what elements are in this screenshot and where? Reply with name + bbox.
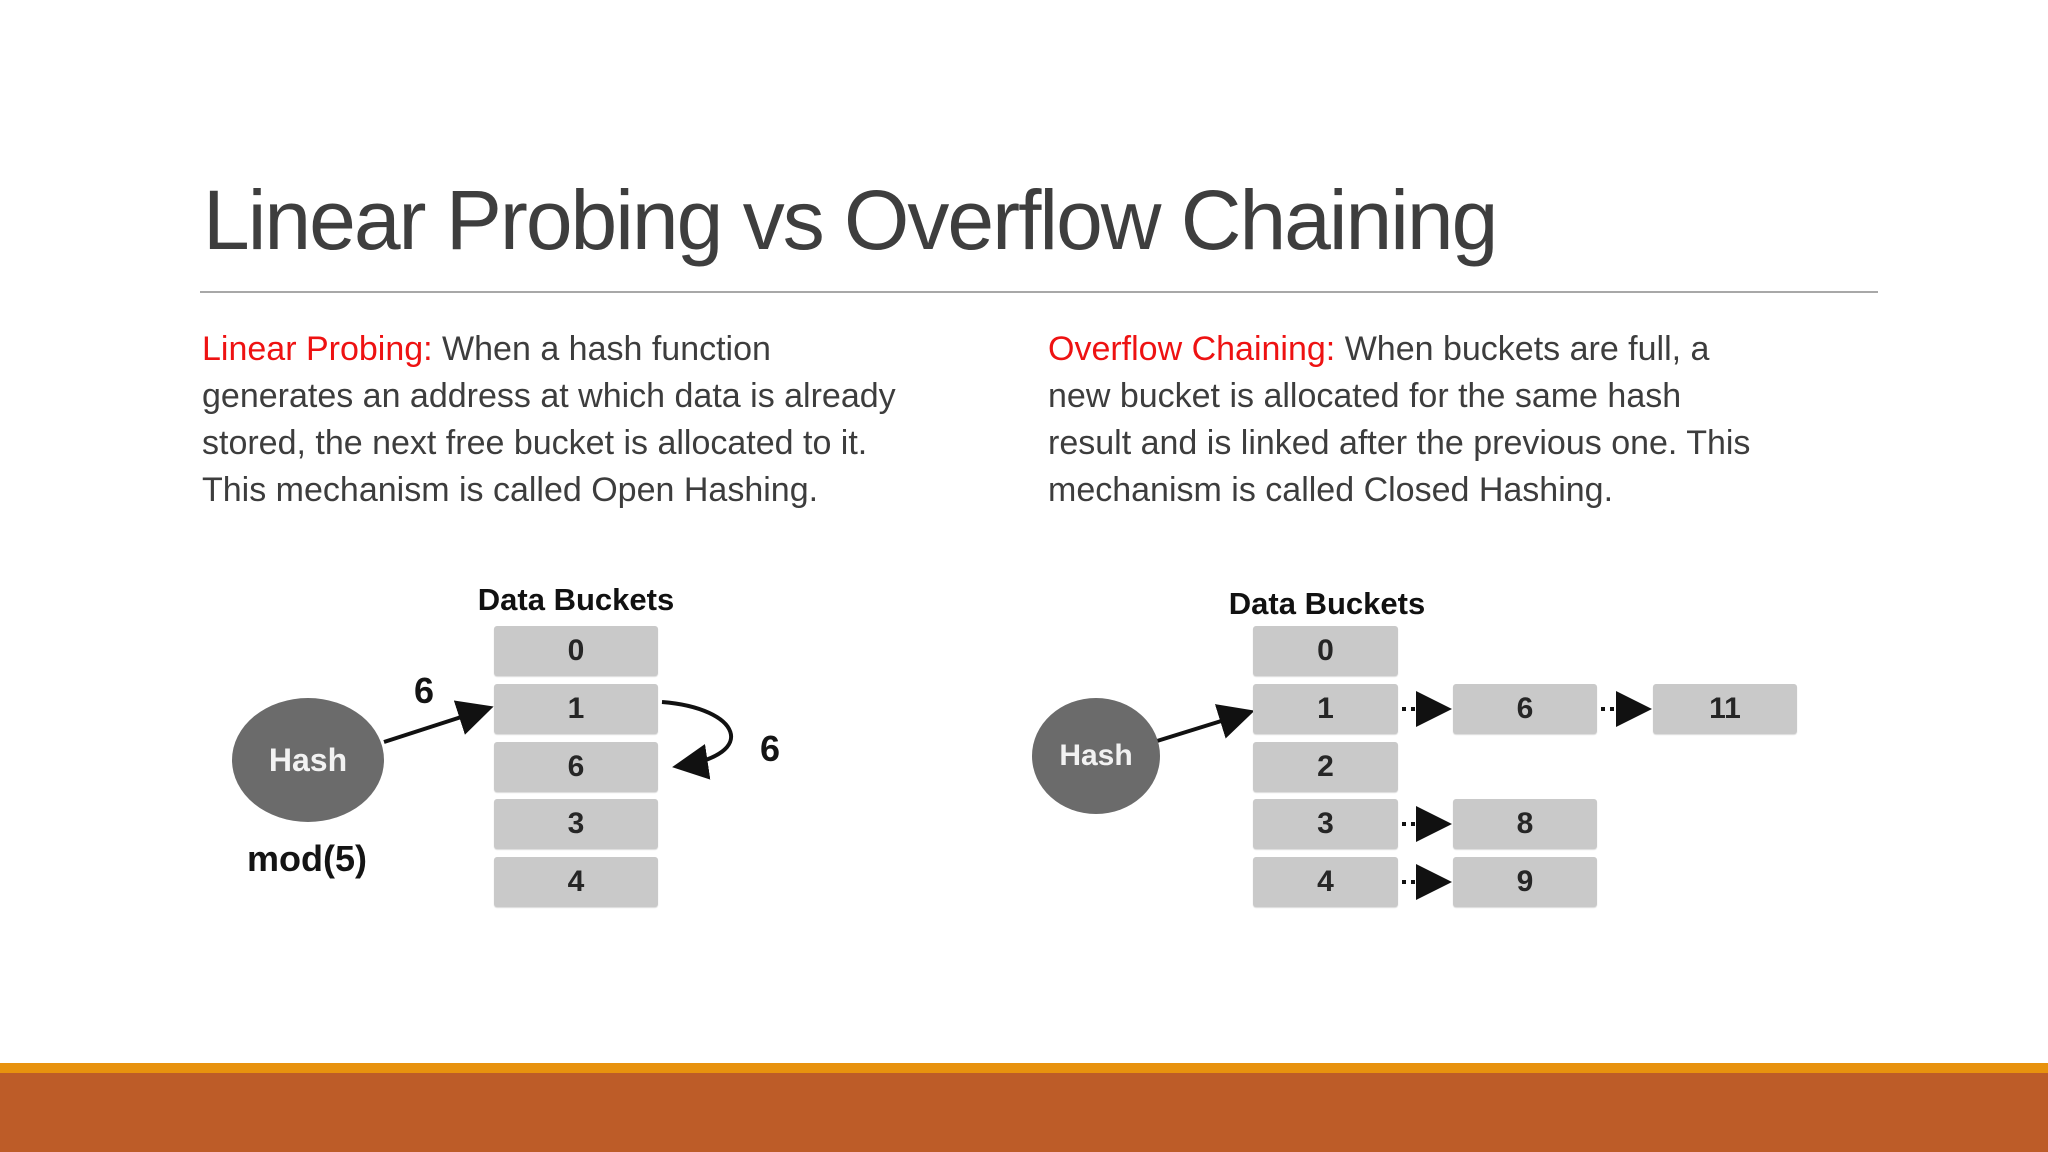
paragraph-line: generates an address at which data is al… — [202, 377, 896, 415]
bucket-slot: 3 — [494, 799, 658, 849]
data-buckets-label: Data Buckets — [1228, 586, 1426, 621]
hash-to-bucket1-arrow — [1156, 704, 1255, 743]
chain-bucket: 9 — [1453, 857, 1597, 907]
paragraph-line: This mechanism is called Open Hashing. — [202, 471, 819, 509]
bucket-slot: 1 — [494, 684, 658, 734]
linear-probing-diagram: Data Buckets 0 1 6 3 4 Hash mod(5) 6 6 — [180, 570, 1010, 990]
probe-overflow-arrow — [661, 700, 733, 780]
hash-input-value: 6 — [413, 670, 435, 711]
chain-bucket: 8 — [1453, 799, 1597, 849]
overflow-chaining-lead: Overflow Chaining: — [1048, 330, 1336, 368]
paragraph-text: When buckets are full, a — [1335, 330, 1710, 368]
probe-value: 6 — [759, 728, 781, 769]
data-buckets-label: Data Buckets — [477, 582, 675, 617]
overflow-chaining-diagram: Data Buckets 0 1 2 3 4 6 11 8 9 Hash — [990, 570, 1890, 990]
paragraph-line: mechanism is called Closed Hashing. — [1048, 471, 1614, 509]
bucket-slot: 0 — [494, 626, 658, 676]
slide-title: Linear Probing vs Overflow Chaining — [203, 173, 1498, 267]
linear-probing-lead: Linear Probing: — [202, 330, 433, 368]
bucket-slot: 4 — [494, 857, 658, 907]
paragraph-line: result and is linked after the previous … — [1048, 424, 1751, 462]
bucket-slot: 6 — [494, 742, 658, 792]
paragraph-line: Linear Probing: When a hash function — [202, 326, 1032, 373]
paragraph-text: When a hash function — [432, 330, 771, 368]
paragraph-line: Overflow Chaining: When buckets are full… — [1048, 326, 1908, 373]
bucket-slot: 0 — [1253, 626, 1398, 676]
paragraph-line: new bucket is allocated for the same has… — [1048, 377, 1682, 415]
hash-function-circle: Hash — [232, 698, 384, 822]
bucket-slot: 1 — [1253, 684, 1398, 734]
chain-bucket: 6 — [1453, 684, 1597, 734]
hash-to-bucket1-arrow — [383, 700, 494, 744]
hash-function-circle: Hash — [1032, 698, 1160, 814]
linear-probing-paragraph: Linear Probing: When a hash function gen… — [202, 326, 1032, 514]
overflow-chaining-paragraph: Overflow Chaining: When buckets are full… — [1048, 326, 1908, 514]
title-divider — [200, 291, 1878, 293]
bucket-slot: 4 — [1253, 857, 1398, 907]
mod5-label: mod(5) — [247, 838, 367, 879]
bucket-slot: 2 — [1253, 742, 1398, 792]
bottom-accent-band-rust — [0, 1073, 2048, 1152]
chain-bucket: 11 — [1653, 684, 1797, 734]
bottom-accent-band-amber — [0, 1063, 2048, 1073]
bucket-slot: 3 — [1253, 799, 1398, 849]
paragraph-line: stored, the next free bucket is allocate… — [202, 424, 868, 462]
